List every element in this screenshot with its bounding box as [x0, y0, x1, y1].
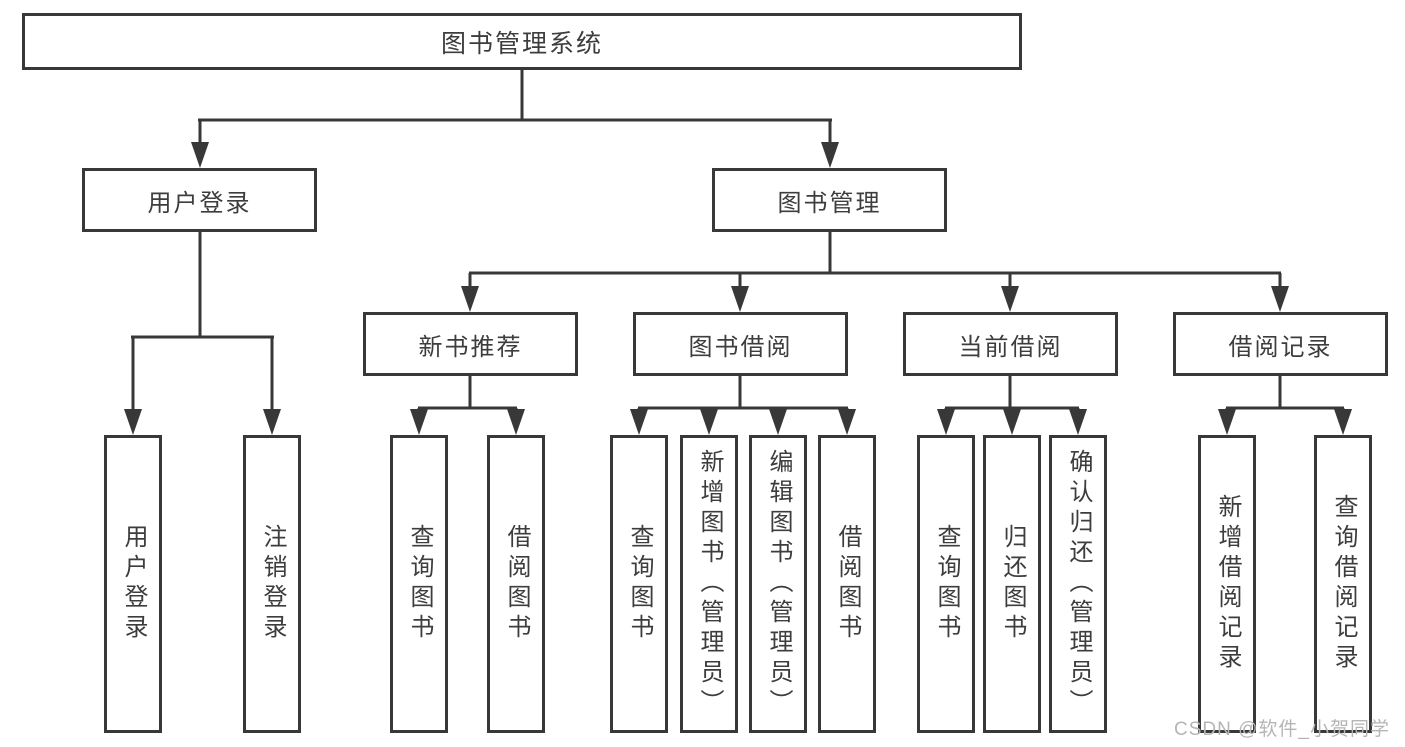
- node-label: 当前借阅: [958, 333, 1063, 361]
- arrow-down-icon: [1218, 409, 1236, 435]
- leaf-add-borrow-record: 新增借阅记录: [1198, 435, 1256, 733]
- leaf-logout: 注销登录: [243, 435, 301, 733]
- arrow-down-icon: [1003, 409, 1021, 435]
- arrow-down-icon: [124, 409, 142, 435]
- arrow-down-icon: [1001, 286, 1019, 312]
- arrow-down-icon: [731, 286, 749, 312]
- node-label: 查询图书: [626, 524, 653, 644]
- node-new-book-recommend: 新书推荐: [363, 312, 578, 376]
- node-label: 确认归还（管理员）: [1065, 449, 1092, 719]
- leaf-return-books: 归还图书: [983, 435, 1041, 733]
- node-label: 新增图书（管理员）: [696, 449, 723, 719]
- arrow-down-icon: [1334, 409, 1352, 435]
- arrow-down-icon: [507, 409, 525, 435]
- arrow-down-icon: [410, 409, 428, 435]
- node-label: 借阅图书: [503, 524, 530, 644]
- node-label: 新增借阅记录: [1214, 494, 1241, 674]
- connector-current-borrow-to-leaves: [944, 376, 1080, 412]
- node-label: 借阅图书: [834, 524, 861, 644]
- node-label: 新书推荐: [418, 333, 523, 361]
- node-current-borrowing: 当前借阅: [903, 312, 1118, 376]
- connector-borrow-record-to-leaves: [1225, 376, 1345, 412]
- node-label: 注销登录: [259, 524, 286, 644]
- arrow-down-icon: [769, 409, 787, 435]
- node-label: 用户登录: [147, 189, 252, 217]
- node-label: 用户登录: [120, 524, 147, 644]
- arrow-down-icon: [263, 409, 281, 435]
- connector-book-mgmt-to-level3: [468, 232, 1282, 289]
- leaf-query-borrow-record: 查询借阅记录: [1314, 435, 1372, 733]
- leaf-borrow-books: 借阅图书: [818, 435, 876, 733]
- arrow-down-icon: [937, 409, 955, 435]
- connector-root-to-level2: [198, 70, 832, 146]
- leaf-new-book-query: 查询图书: [390, 435, 448, 733]
- arrow-down-icon: [1271, 286, 1289, 312]
- node-label: 查询图书: [933, 524, 960, 644]
- node-book-management: 图书管理: [712, 168, 947, 232]
- node-book-borrowing: 图书借阅: [633, 312, 848, 376]
- leaf-user-login: 用户登录: [104, 435, 162, 733]
- leaf-confirm-return-admin: 确认归还（管理员）: [1049, 435, 1107, 733]
- leaf-current-query-books: 查询图书: [917, 435, 975, 733]
- node-label: 查询图书: [406, 524, 433, 644]
- node-label: 编辑图书（管理员）: [765, 449, 792, 719]
- node-system-root: 图书管理系统: [22, 13, 1022, 70]
- node-label: 图书管理: [777, 189, 882, 217]
- node-user-login-branch: 用户登录: [82, 168, 317, 232]
- connector-new-book-to-leaves: [417, 376, 518, 412]
- leaf-new-book-borrow: 借阅图书: [487, 435, 545, 733]
- node-label: 图书管理系统: [440, 29, 603, 58]
- arrow-down-icon: [838, 409, 856, 435]
- csdn-watermark: CSDN @软件_小贺同学: [1174, 719, 1390, 740]
- arrowheads: [124, 142, 1352, 435]
- node-label: 借阅记录: [1228, 333, 1333, 361]
- connector-book-borrow-to-leaves: [637, 376, 849, 412]
- node-label: 图书借阅: [688, 333, 793, 361]
- node-borrowing-records: 借阅记录: [1173, 312, 1388, 376]
- arrow-down-icon: [700, 409, 718, 435]
- connector-user-login-to-leaves: [131, 232, 274, 412]
- leaf-edit-books-admin: 编辑图书（管理员）: [749, 435, 807, 733]
- leaf-borrow-query-books: 查询图书: [610, 435, 668, 733]
- arrow-down-icon: [461, 286, 479, 312]
- node-label: 查询借阅记录: [1330, 494, 1357, 674]
- arrow-down-icon: [630, 409, 648, 435]
- node-label: 归还图书: [999, 524, 1026, 644]
- arrow-down-icon: [191, 142, 209, 168]
- arrow-down-icon: [821, 142, 839, 168]
- leaf-add-books-admin: 新增图书（管理员）: [680, 435, 738, 733]
- arrow-down-icon: [1069, 409, 1087, 435]
